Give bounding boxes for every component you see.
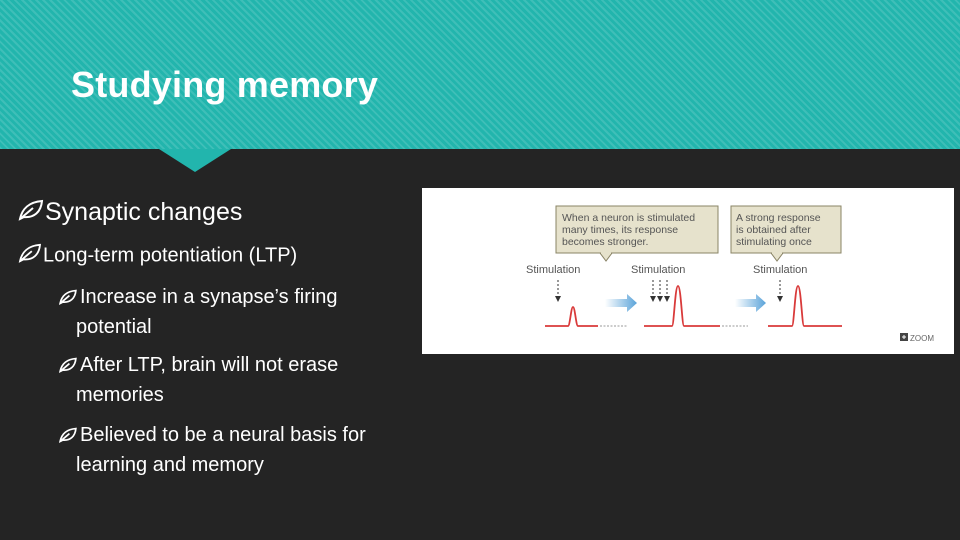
callout-right-line2: is obtained after (736, 224, 811, 236)
bullet-text: Long-term potentiation (LTP) (43, 244, 298, 267)
progress-arrow-2 (735, 294, 766, 312)
sub-bullet-line1: After LTP, brain will not erase (80, 354, 339, 376)
callout-right: A strong response is obtained after stim… (730, 205, 842, 262)
bullet-ltp: Long-term potentiation (LTP) (17, 243, 297, 269)
sub-bullet-line1: Increase in a synapse’s firing (80, 286, 338, 308)
sub-bullet-1: Increase in a synapse’s firing potential (58, 283, 448, 341)
sub-bullet-line1: Believed to be a neural basis for (80, 424, 366, 446)
leaf-bullet-icon (17, 199, 45, 228)
sub-bullet-3: Believed to be a neural basis for learni… (58, 421, 448, 479)
leaf-bullet-icon (58, 285, 78, 313)
stim-arrows (555, 280, 783, 302)
callout-left-line2: many times, its response (562, 224, 678, 236)
zoom-badge: ZOOM (900, 333, 934, 343)
spike-traces (545, 285, 842, 327)
stim-label-3: Stimulation (753, 264, 807, 276)
callout-left: When a neuron is stimulated many times, … (555, 205, 719, 262)
callout-left-line1: When a neuron is stimulated (562, 212, 695, 224)
sub-bullet-line2: potential (76, 316, 152, 338)
stim-label-2: Stimulation (631, 264, 685, 276)
title-banner (0, 0, 960, 149)
callout-left-line3: becomes stronger. (562, 236, 648, 248)
leaf-bullet-icon (58, 423, 78, 451)
sub-bullet-line2: memories (76, 384, 164, 406)
sub-bullet-2: After LTP, brain will not erase memories (58, 351, 448, 409)
sub-bullet-line2: learning and memory (76, 454, 264, 476)
callout-right-line1: A strong response (736, 212, 821, 224)
banner-notch (159, 149, 231, 172)
bullet-synaptic-changes: Synaptic changes (17, 198, 242, 228)
zoom-label: ZOOM (910, 334, 934, 343)
callout-right-line3: stimulating once (736, 236, 812, 248)
bullet-text: Synaptic changes (45, 198, 243, 226)
leaf-bullet-icon (17, 243, 43, 269)
slide-title: Studying memory (71, 64, 379, 105)
progress-arrow-1 (605, 294, 637, 312)
ltp-diagram: When a neuron is stimulated many times, … (422, 188, 954, 354)
leaf-bullet-icon (58, 353, 78, 381)
stim-label-1: Stimulation (526, 264, 580, 276)
